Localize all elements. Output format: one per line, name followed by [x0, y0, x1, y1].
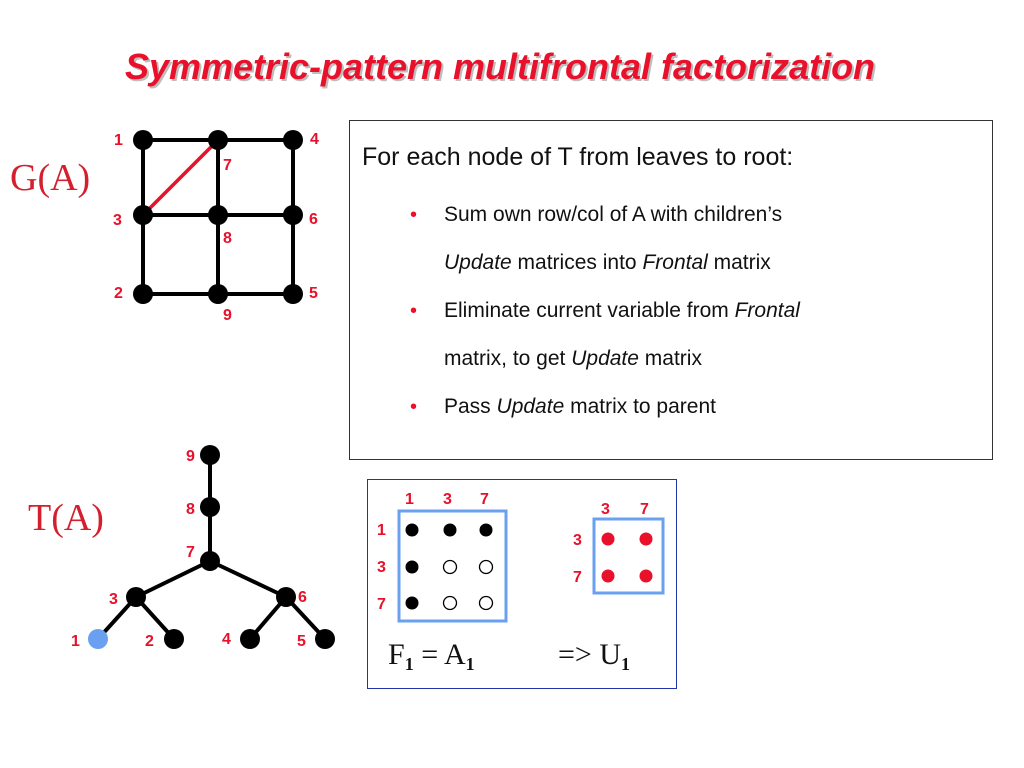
- step-item: • Eliminate current variable from Fronta…: [410, 287, 1004, 383]
- update-entry: [639, 569, 653, 583]
- graph-node-label: 6: [309, 211, 318, 228]
- tree-node: [164, 629, 184, 649]
- update-col-label: 3: [601, 501, 610, 518]
- step-text: Eliminate current variable from: [444, 299, 735, 322]
- update-entry: [601, 532, 615, 546]
- graph-node-label: 8: [223, 230, 232, 247]
- tree-node-label: 1: [71, 633, 80, 650]
- step-emphasis: Frontal: [734, 299, 800, 322]
- tree-node-label: 7: [186, 544, 195, 561]
- step-emphasis: Frontal: [642, 251, 708, 274]
- steps-intro: For each node of T from leaves to root:: [362, 143, 794, 171]
- graph-node: [133, 130, 153, 150]
- frontal-col-label: 7: [480, 491, 489, 508]
- graph-node: [283, 284, 303, 304]
- graph-diagram: 1 4 7 3 8 6 2 9 5: [113, 130, 319, 324]
- graph-node-label: 5: [309, 285, 318, 302]
- tree-edge: [209, 559, 287, 599]
- graph-node: [208, 284, 228, 304]
- update-equation: => U1: [558, 638, 631, 674]
- tree-node-label: 3: [109, 591, 118, 608]
- tree-node-label: 6: [298, 589, 307, 606]
- bullet-icon: •: [410, 300, 418, 322]
- matrix-diagram: 1 3 7 1 3 7 3 7 3 7: [377, 491, 665, 623]
- matrix-entry-empty: [442, 559, 458, 575]
- step-emphasis: Update: [571, 347, 639, 370]
- matrix-entry-filled: [443, 523, 457, 537]
- matrix-entry-empty: [478, 595, 494, 611]
- update-col-label: 7: [640, 501, 649, 518]
- step-text: Pass: [444, 395, 497, 418]
- matrix-entry-empty: [442, 595, 458, 611]
- frontal-row-label: 1: [377, 522, 386, 539]
- tree-node-label: 5: [297, 633, 306, 650]
- graph-node: [208, 130, 228, 150]
- step-text: matrix, to get: [444, 347, 572, 370]
- frontal-col-label: 3: [443, 491, 452, 508]
- frontal-row-label: 3: [377, 559, 386, 576]
- graph-node: [133, 284, 153, 304]
- graph-node-label: 7: [223, 157, 232, 174]
- frontal-equation: F1 = A1: [388, 638, 475, 674]
- step-text: Sum own row/col of A with children’s: [444, 203, 783, 226]
- update-matrix-outline: [592, 517, 665, 595]
- frontal-col-label: 1: [405, 491, 414, 508]
- graph-node-label: 3: [113, 212, 122, 229]
- graph-node: [283, 205, 303, 225]
- step-text: matrix to parent: [564, 395, 716, 418]
- steps-list: • Sum own row/col of A with children’s U…: [410, 191, 1004, 431]
- matrix-entry-filled: [405, 560, 419, 574]
- matrix-entry-filled: [405, 523, 419, 537]
- tree-node-label: 9: [186, 448, 195, 465]
- tree-node: [200, 497, 220, 517]
- graph-node-label: 1: [114, 132, 123, 149]
- step-text: matrices into: [511, 251, 643, 274]
- graph-node: [133, 205, 153, 225]
- graph-node: [208, 205, 228, 225]
- step-item: • Pass Update matrix to parent: [410, 383, 1004, 431]
- tree-node-label: 8: [186, 501, 195, 518]
- update-entry: [601, 569, 615, 583]
- graph-label: G(A): [10, 157, 91, 199]
- graph-node: [283, 130, 303, 150]
- bullet-icon: •: [410, 396, 418, 418]
- tree-diagram: 9 8 7 3 6 1 2 4 5: [71, 445, 335, 650]
- fill-edge: [141, 138, 220, 217]
- frontal-matrix-box: 1 3 7 1 3 7 3 7 3 7: [367, 479, 677, 689]
- tree-node: [276, 587, 296, 607]
- matrix-entry-empty: [478, 559, 494, 575]
- step-emphasis: Update: [496, 395, 565, 418]
- update-row-label: 3: [573, 532, 582, 549]
- tree-node: [240, 629, 260, 649]
- graph-node-label: 4: [310, 131, 319, 148]
- frontal-row-label: 7: [377, 596, 386, 613]
- tree-node-current: [88, 629, 108, 649]
- update-row-label: 7: [573, 569, 582, 586]
- tree-edge: [135, 559, 211, 599]
- frontal-matrix-outline: [397, 509, 508, 623]
- step-item: • Sum own row/col of A with children’s U…: [410, 191, 1004, 287]
- algorithm-steps-box: For each node of T from leaves to root: …: [349, 120, 993, 460]
- matrix-entry-filled: [405, 596, 419, 610]
- graph-node-label: 9: [223, 307, 232, 324]
- tree-node: [126, 587, 146, 607]
- tree-node: [200, 551, 220, 571]
- step-emphasis: Update: [444, 251, 512, 274]
- tree-node-label: 2: [145, 633, 154, 650]
- matrix-entry-filled: [479, 523, 493, 537]
- tree-node-label: 4: [222, 631, 231, 648]
- graph-node-label: 2: [114, 285, 123, 302]
- tree-node: [315, 629, 335, 649]
- step-text: matrix: [707, 251, 771, 274]
- tree-label: T(A): [28, 497, 104, 539]
- step-text: matrix: [638, 347, 702, 370]
- tree-node: [200, 445, 220, 465]
- update-entry: [639, 532, 653, 546]
- bullet-icon: •: [410, 204, 418, 226]
- slide-title: Symmetric-pattern multifrontal factoriza…: [124, 46, 876, 87]
